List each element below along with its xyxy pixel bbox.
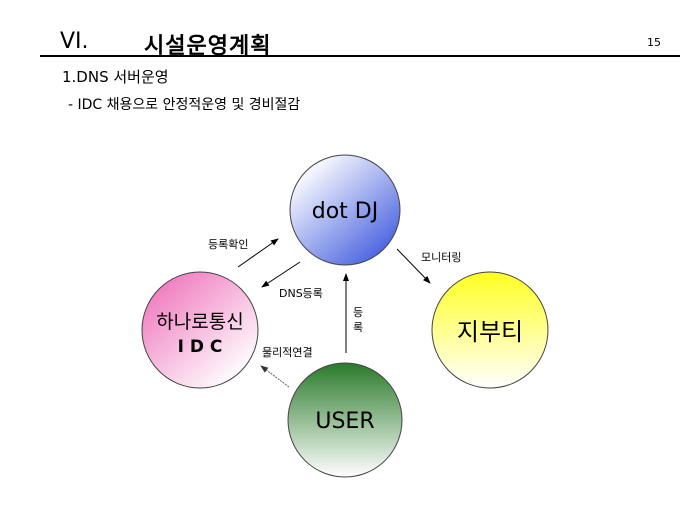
bullet-text: - IDC 채용으로 안정적운영 및 경비절감 (68, 97, 301, 113)
node-user-label: USER (315, 409, 374, 434)
section-title: 시설운영계획 (144, 34, 272, 59)
node-dotdj: dot DJ (289, 154, 401, 266)
node-dotdj-label: dot DJ (312, 199, 378, 224)
label-monitoring: 모니터링 (421, 251, 461, 264)
node-idc-label-2: I D C (178, 337, 223, 357)
page-number: 15 (647, 36, 661, 49)
label-dns-register: DNS등록 (279, 287, 323, 300)
arrow-monitoring (396, 248, 431, 284)
label-register-1: 등 (353, 306, 363, 319)
section-number: VI. (60, 29, 89, 54)
subtitle: 1.DNS 서버운영 (62, 68, 169, 86)
node-user: USER (287, 362, 403, 478)
label-register-2: 록 (353, 321, 363, 334)
node-jibuti-label: 지부티 (457, 318, 523, 346)
label-physical: 물리적연결 (262, 346, 313, 359)
node-idc: 하나로통신 I D C (141, 271, 259, 389)
node-idc-label-1: 하나로통신 (156, 311, 243, 333)
label-confirm: 등록확인 (208, 238, 248, 251)
arrow-physical (260, 365, 290, 388)
arrow-dns-register (261, 261, 301, 288)
header-rule (40, 55, 680, 57)
node-jibuti: 지부티 (431, 271, 549, 389)
arrow-confirm (237, 238, 279, 268)
